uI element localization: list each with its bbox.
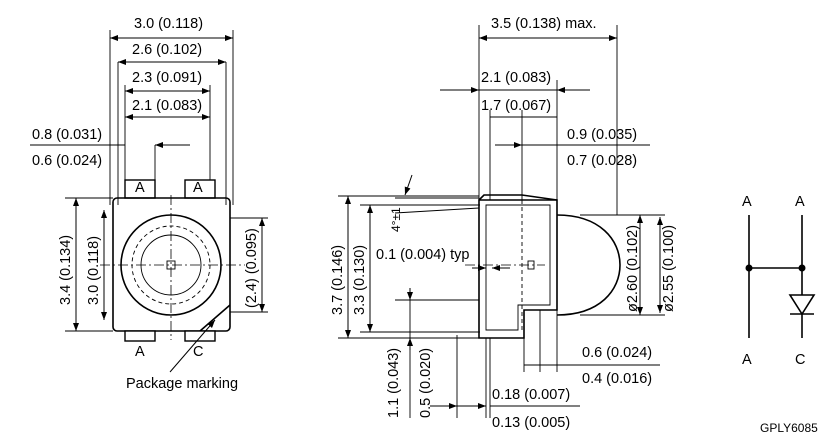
- dim-1-1-label: 1.1 (0.043): [386, 348, 402, 418]
- dim-0-4-label: 0.4 (0.016): [582, 371, 652, 387]
- dim-0-7-label: 0.7 (0.028): [567, 153, 637, 169]
- side-view: 3.5 (0.138) max. 2.1 (0.083) 1.7 (0.067)…: [330, 16, 677, 431]
- junction-dot-right: [798, 264, 806, 272]
- dim-2-6-label: 2.6 (0.102): [132, 42, 202, 58]
- schematic-pin-a1-label: A: [742, 194, 752, 210]
- pin-bottom-right-label: C: [193, 344, 203, 360]
- junction-dot-left: [745, 264, 753, 272]
- dim-2-3-label: 2.3 (0.091): [132, 70, 202, 86]
- drawing-code: GPLY6085: [760, 421, 818, 435]
- dim-3-0v-label: 3.0 (0.118): [86, 236, 102, 305]
- dim-0-8-label: 0.8 (0.031): [32, 127, 102, 143]
- dim-3-3-label: 3.3 (0.130): [352, 245, 368, 315]
- dim-3-5-label: 3.5 (0.138) max.: [491, 16, 597, 32]
- dim-0-5-label: 0.5 (0.020): [418, 348, 434, 418]
- schematic-pin-a2-label: A: [795, 194, 805, 210]
- dim-2-1-side-label: 2.1 (0.083): [481, 70, 551, 86]
- dim-0-6-side-label: 0.6 (0.024): [582, 345, 652, 361]
- dim-2-1-label: 2.1 (0.083): [132, 98, 202, 114]
- angle-label: 4°±1: [389, 207, 403, 232]
- top-view: 3.0 (0.118) 2.6 (0.102) 2.3 (0.091) 2.1 …: [30, 16, 268, 392]
- schematic-pin-c-label: C: [795, 352, 805, 368]
- diode-symbol: [788, 294, 816, 316]
- dim-0-9-label: 0.9 (0.035): [567, 127, 637, 143]
- dim-0-13-label: 0.13 (0.005): [492, 415, 570, 431]
- dim-2-4-label: (2.4) (0.095): [244, 228, 260, 308]
- dim-3-0-label: 3.0 (0.118): [134, 16, 203, 32]
- pin-top-left-label: A: [135, 180, 145, 196]
- dim-3-7-label: 3.7 (0.146): [330, 245, 346, 315]
- dim-2-60-label: ø2.60 (0.102): [625, 225, 641, 312]
- dim-0-1-label: 0.1 (0.004) typ: [376, 247, 470, 263]
- dim-0-18-label: 0.18 (0.007): [492, 387, 570, 403]
- schematic: A A A C: [742, 194, 816, 368]
- package-marking-label: Package marking: [126, 376, 238, 392]
- schematic-pin-a3-label: A: [742, 352, 752, 368]
- pin-top-right-label: A: [193, 180, 203, 196]
- dim-2-55-label: ø2.55 (0.100): [661, 225, 677, 312]
- dim-0-6-label: 0.6 (0.024): [32, 153, 102, 169]
- pin-bottom-left-label: A: [135, 344, 145, 360]
- dim-3-4-label: 3.4 (0.134): [58, 235, 74, 305]
- dim-1-7-label: 1.7 (0.067): [481, 98, 551, 114]
